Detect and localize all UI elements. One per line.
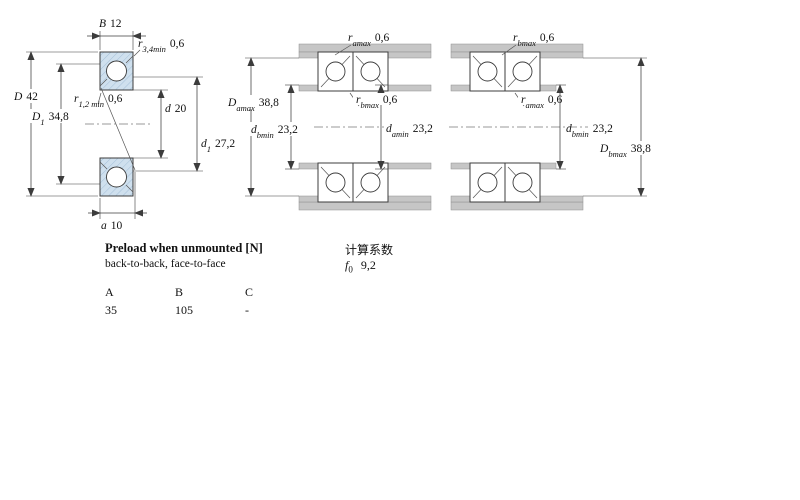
contact-angle-line	[100, 87, 136, 171]
preload-value-b: 105	[175, 303, 193, 317]
ball	[325, 172, 346, 193]
preload-subtitle: back-to-back, face-to-face	[105, 258, 226, 270]
f0-factor: f0 9,2	[345, 258, 376, 274]
ball	[360, 61, 381, 82]
column-header-b: B	[175, 285, 184, 299]
ball	[360, 172, 381, 193]
preload-value-a: 35	[105, 303, 117, 317]
f0-value: 9,2	[360, 258, 376, 272]
preload-table-header-row: A B C	[105, 285, 315, 300]
ball	[512, 61, 533, 82]
column-header-c: C	[245, 285, 254, 299]
f0-subscript: 0	[348, 264, 353, 275]
ball	[512, 172, 533, 193]
ball-top	[106, 60, 127, 82]
f0-symbol: f	[345, 258, 349, 272]
ball	[325, 61, 346, 82]
preload-title: Preload when unmounted [N]	[105, 241, 263, 255]
ball	[477, 172, 498, 193]
preload-value-c: -	[245, 303, 249, 317]
bearing-box	[317, 51, 354, 92]
middle-shaft-housing-sections	[298, 43, 432, 211]
calculation-factors-title: 计算系数	[345, 243, 394, 257]
ball-bottom	[106, 166, 127, 188]
ball	[477, 61, 498, 82]
preload-table-value-row: 35 105 -	[105, 303, 315, 318]
column-header-a: A	[105, 285, 114, 299]
bearing-box	[504, 51, 541, 92]
